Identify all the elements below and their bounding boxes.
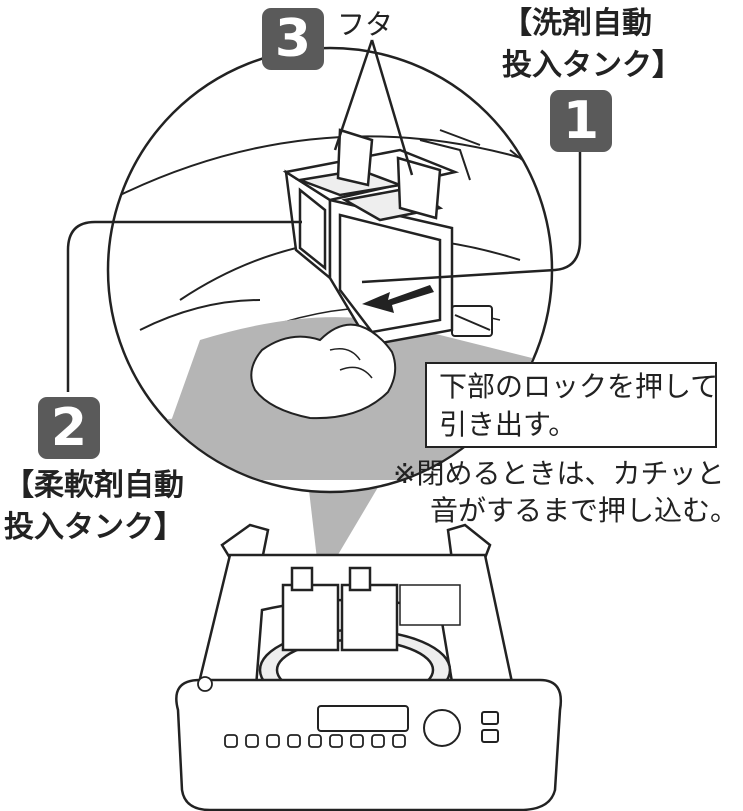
badge-2: 2 [38,397,100,459]
hand [250,323,397,420]
detergent-tank-label-line2: 投入タンク】 [502,48,682,83]
lid-label: フタ [337,8,394,41]
pull-arrow [362,285,434,313]
detergent-tank-label-line1: 【洗剤自動 [502,6,652,41]
leader-lines [66,39,582,392]
badge-1: 1 [550,90,612,152]
note-line2: 音がするまで押し込む。 [430,494,739,527]
note-line1: ※閉めるときは、カチッと [393,457,725,490]
softener-tank-label-line2: 投入タンク】 [4,510,184,545]
callout-line1: 下部のロックを押して [439,370,719,403]
callout-line2: 引き出す。 [439,408,577,441]
badge-3: 3 [262,8,324,70]
control-buttons [224,734,406,748]
washing-machine [175,523,563,811]
instruction-callout: 下部のロックを押して 引き出す。 [425,362,719,448]
softener-tank-label-line1: 【柔軟剤自動 [4,468,184,503]
